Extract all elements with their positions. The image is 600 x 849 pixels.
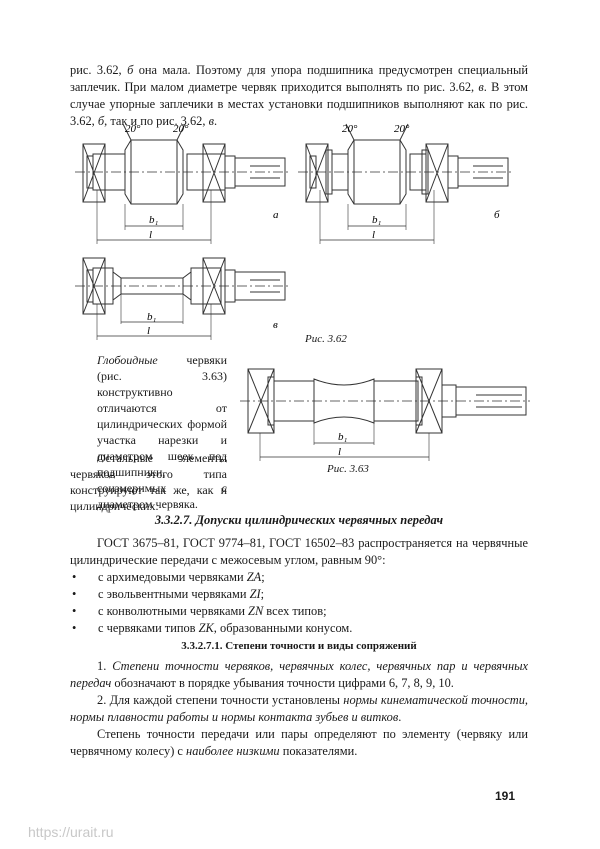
paragraph-3: Степень точности передачи или пары опред… — [70, 727, 528, 758]
globoid-paragraph: Глобоидные червяки (рис. 3.63) конструкт… — [97, 353, 227, 511]
figure-label-a: а — [273, 209, 279, 221]
figure-caption-363: Рис. 3.63 — [327, 463, 369, 475]
list-item: •с червяками типов ZK, образованными кон… — [72, 621, 353, 635]
l-label: l — [149, 229, 152, 241]
bullet-icon: • — [72, 587, 77, 601]
list-item: •с архимедовыми червяками ZA; — [72, 570, 265, 584]
b1-label: b₁ — [372, 214, 382, 226]
angle-label: 20° — [394, 123, 410, 135]
bullet-icon: • — [72, 604, 77, 618]
l-label: l — [147, 325, 150, 337]
worm-drawing-a: 20° 20° b₁ l а — [75, 123, 290, 244]
paragraph-1: 1. Степени точности червяков, червячных … — [70, 659, 528, 690]
page-number: 191 — [495, 789, 516, 803]
section-title: 3.3.2.7. Допуски цилиндрических червячны… — [154, 513, 444, 527]
list-item: •с конволютными червяками ZN всех типов; — [72, 604, 327, 618]
angle-label: 20° — [125, 123, 141, 135]
b1-label: b₁ — [149, 214, 159, 226]
b1-label: b₁ — [147, 311, 157, 323]
angle-label: 20° — [173, 123, 189, 135]
figure-label-v: в — [273, 319, 278, 331]
subsection-title: 3.3.2.7.1. Степени точности и виды сопря… — [181, 640, 417, 652]
l-label: l — [372, 229, 375, 241]
bullet-icon: • — [72, 621, 77, 635]
list-item: •с эвольвентными червяками ZI; — [72, 587, 265, 601]
gost-paragraph: ГОСТ 3675–81, ГОСТ 9774–81, ГОСТ 16502–8… — [70, 536, 528, 567]
other-elements-paragraph: Остальные элементы червяков этого типа к… — [70, 451, 227, 513]
angle-label: 20° — [342, 123, 358, 135]
figure-caption-362: Рис. 3.62 — [305, 333, 347, 345]
watermark: https://urait.ru — [28, 824, 114, 840]
figure-label-b: б — [494, 209, 500, 221]
worm-type-list: •с архимедовыми червяками ZA; •с эвольве… — [70, 569, 528, 637]
l-label: l — [338, 446, 341, 458]
paragraph-2: 2. Для каждой степени точности установле… — [70, 693, 528, 724]
globoid-worm-drawing: b₁ l — [240, 368, 530, 461]
worm-drawing-b: 20° 20° b₁ l б — [298, 123, 513, 244]
b1-label: b₁ — [338, 431, 348, 443]
intro-paragraph: рис. 3.62, б она мала. Поэтому для упора… — [70, 63, 528, 128]
worm-drawing-v: b₁ l в — [75, 257, 290, 340]
bullet-icon: • — [72, 570, 77, 584]
